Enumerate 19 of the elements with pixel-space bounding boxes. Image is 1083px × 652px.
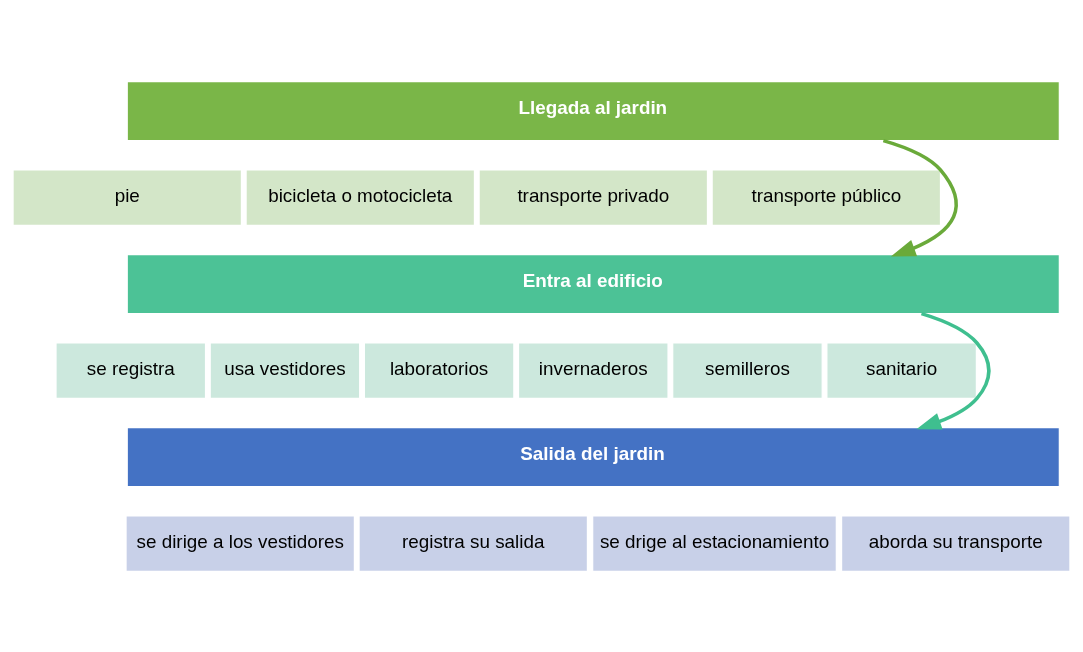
arrow: [882, 138, 958, 256]
node-box: sanitario: [826, 341, 977, 399]
node-box: Llegada al jardin: [126, 80, 1060, 141]
node-box: Entra al edificio: [126, 253, 1060, 314]
node-box: invernaderos: [517, 341, 669, 399]
node-box: se dirige a los vestidores: [125, 514, 355, 572]
node-box: semilleros: [672, 341, 823, 399]
arrow: [916, 311, 991, 430]
node-box: se drige al estacionamiento: [592, 514, 837, 572]
node-box: transporte público: [711, 168, 942, 226]
node-box: bicicleta o motocicleta: [245, 168, 475, 226]
node-box: usa vestidores: [209, 341, 361, 399]
node-box: transporte privado: [478, 168, 709, 226]
node-box: laboratorios: [363, 341, 515, 399]
node-box: aborda su transporte: [841, 514, 1071, 572]
node-box: Salida del jardin: [126, 426, 1060, 487]
node-box: registra su salida: [358, 514, 588, 572]
node-box: pie: [12, 168, 242, 226]
node-box: se registra: [55, 341, 207, 399]
